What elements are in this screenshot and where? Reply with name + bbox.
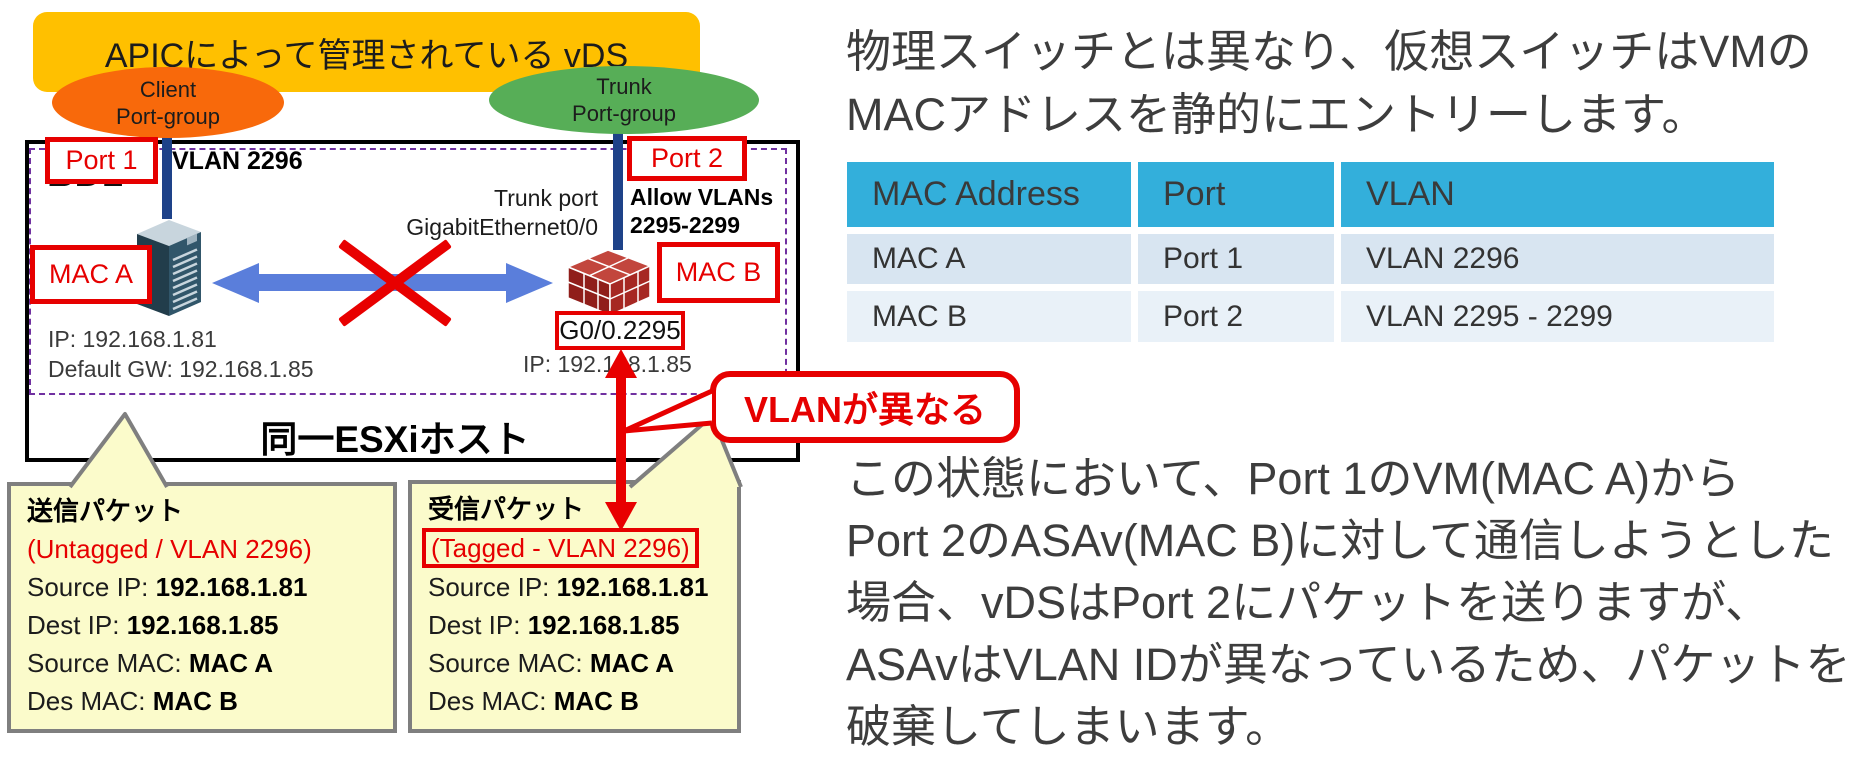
sent-packet-title: 送信パケット bbox=[27, 496, 184, 526]
red-vlan-arrow bbox=[616, 376, 626, 504]
table-cell: Port 2 bbox=[1138, 291, 1334, 342]
received-packet-row: Des MAC: MAC B bbox=[428, 686, 639, 716]
received-packet-row: Source MAC: MAC A bbox=[428, 648, 675, 678]
table-cell: MAC A bbox=[847, 234, 1131, 284]
sent-packet-row: Source MAC: MAC A bbox=[27, 648, 274, 678]
table-cell: Port 1 bbox=[1138, 234, 1334, 284]
trunk-port-line2: GigabitEthernet0/0 bbox=[406, 214, 598, 240]
mac-table: MAC Address Port VLAN MAC A Port 1 VLAN … bbox=[847, 162, 1774, 342]
received-packet-callout: 受信パケット (Tagged - VLAN 2296) Source IP: 1… bbox=[408, 480, 741, 733]
sent-packet-row: Source IP: 192.168.1.81 bbox=[27, 572, 308, 602]
vlan-mismatch-callout: VLANが異なる bbox=[710, 371, 1020, 443]
received-packet-tag: (Tagged - VLAN 2296) bbox=[422, 528, 699, 568]
explanation-paragraph: この状態において、Port 1のVM(MAC A)から Port 2のASAv(… bbox=[846, 453, 1851, 752]
trunk-portgroup-line1: Trunk bbox=[596, 74, 652, 99]
mac-a-label: MAC A bbox=[30, 245, 152, 304]
arrow-right-head-icon bbox=[506, 263, 553, 303]
client-port-link bbox=[162, 126, 172, 219]
vm-gateway-text: Default GW: 192.168.1.85 bbox=[48, 356, 314, 382]
mac-table-header-mac: MAC Address bbox=[847, 162, 1131, 227]
client-portgroup-ellipse: Client Port-group bbox=[52, 67, 284, 138]
intro-paragraph: 物理スイッチとは異なり、仮想スイッチはVMの MACアドレスを静的にエントリーし… bbox=[846, 26, 1812, 140]
received-packet-row: Dest IP: 192.168.1.85 bbox=[428, 610, 680, 640]
table-cell: MAC B bbox=[847, 291, 1131, 342]
client-portgroup-line1: Client bbox=[139, 76, 197, 102]
received-packet-title: 受信パケット bbox=[428, 494, 585, 524]
red-arrow-up-head-icon bbox=[605, 349, 637, 378]
sent-packet-tag: (Untagged / VLAN 2296) bbox=[27, 534, 312, 564]
vlan-2296-label: VLAN 2296 bbox=[172, 147, 303, 175]
table-cell: VLAN 2296 bbox=[1341, 234, 1774, 284]
firewall-icon bbox=[566, 249, 652, 317]
port1-label: Port 1 bbox=[45, 137, 158, 184]
red-arrow-down-head-icon bbox=[605, 502, 637, 531]
x-mark-icon bbox=[338, 239, 452, 327]
trunk-port-line1: Trunk port bbox=[494, 185, 598, 211]
vm-to-asav-arrow bbox=[258, 274, 508, 291]
sent-packet-row: Des MAC: MAC B bbox=[27, 686, 238, 716]
allow-vlans-line1: Allow VLANs bbox=[630, 184, 774, 210]
client-portgroup-line2: Port-group bbox=[116, 103, 220, 129]
vm-ip-text: IP: 192.168.1.81 bbox=[48, 326, 217, 352]
received-packet-row: Source IP: 192.168.1.81 bbox=[428, 572, 709, 602]
subinterface-label: G0/0.2295 bbox=[555, 311, 685, 350]
port2-label: Port 2 bbox=[627, 136, 747, 181]
sent-packet-row: Dest IP: 192.168.1.85 bbox=[27, 610, 279, 640]
mac-b-label: MAC B bbox=[657, 242, 780, 303]
esxi-host-label: 同一ESXiホスト bbox=[260, 419, 530, 460]
table-cell: VLAN 2295 - 2299 bbox=[1341, 291, 1774, 342]
trunk-portgroup-line2: Port-group bbox=[572, 101, 676, 126]
sent-packet-callout: 送信パケット (Untagged / VLAN 2296) Source IP:… bbox=[7, 482, 397, 733]
trunk-portgroup-ellipse: Trunk Port-group bbox=[489, 66, 759, 134]
arrow-left-head-icon bbox=[212, 263, 259, 303]
trunk-port-link bbox=[613, 120, 623, 250]
allow-vlans-text: Allow VLANs 2295-2299 bbox=[630, 183, 773, 239]
trunk-port-text: Trunk port GigabitEthernet0/0 bbox=[340, 184, 598, 242]
mac-table-header-port: Port bbox=[1138, 162, 1334, 227]
allow-vlans-line2: 2295-2299 bbox=[630, 212, 740, 238]
mac-table-header-vlan: VLAN bbox=[1341, 162, 1774, 227]
